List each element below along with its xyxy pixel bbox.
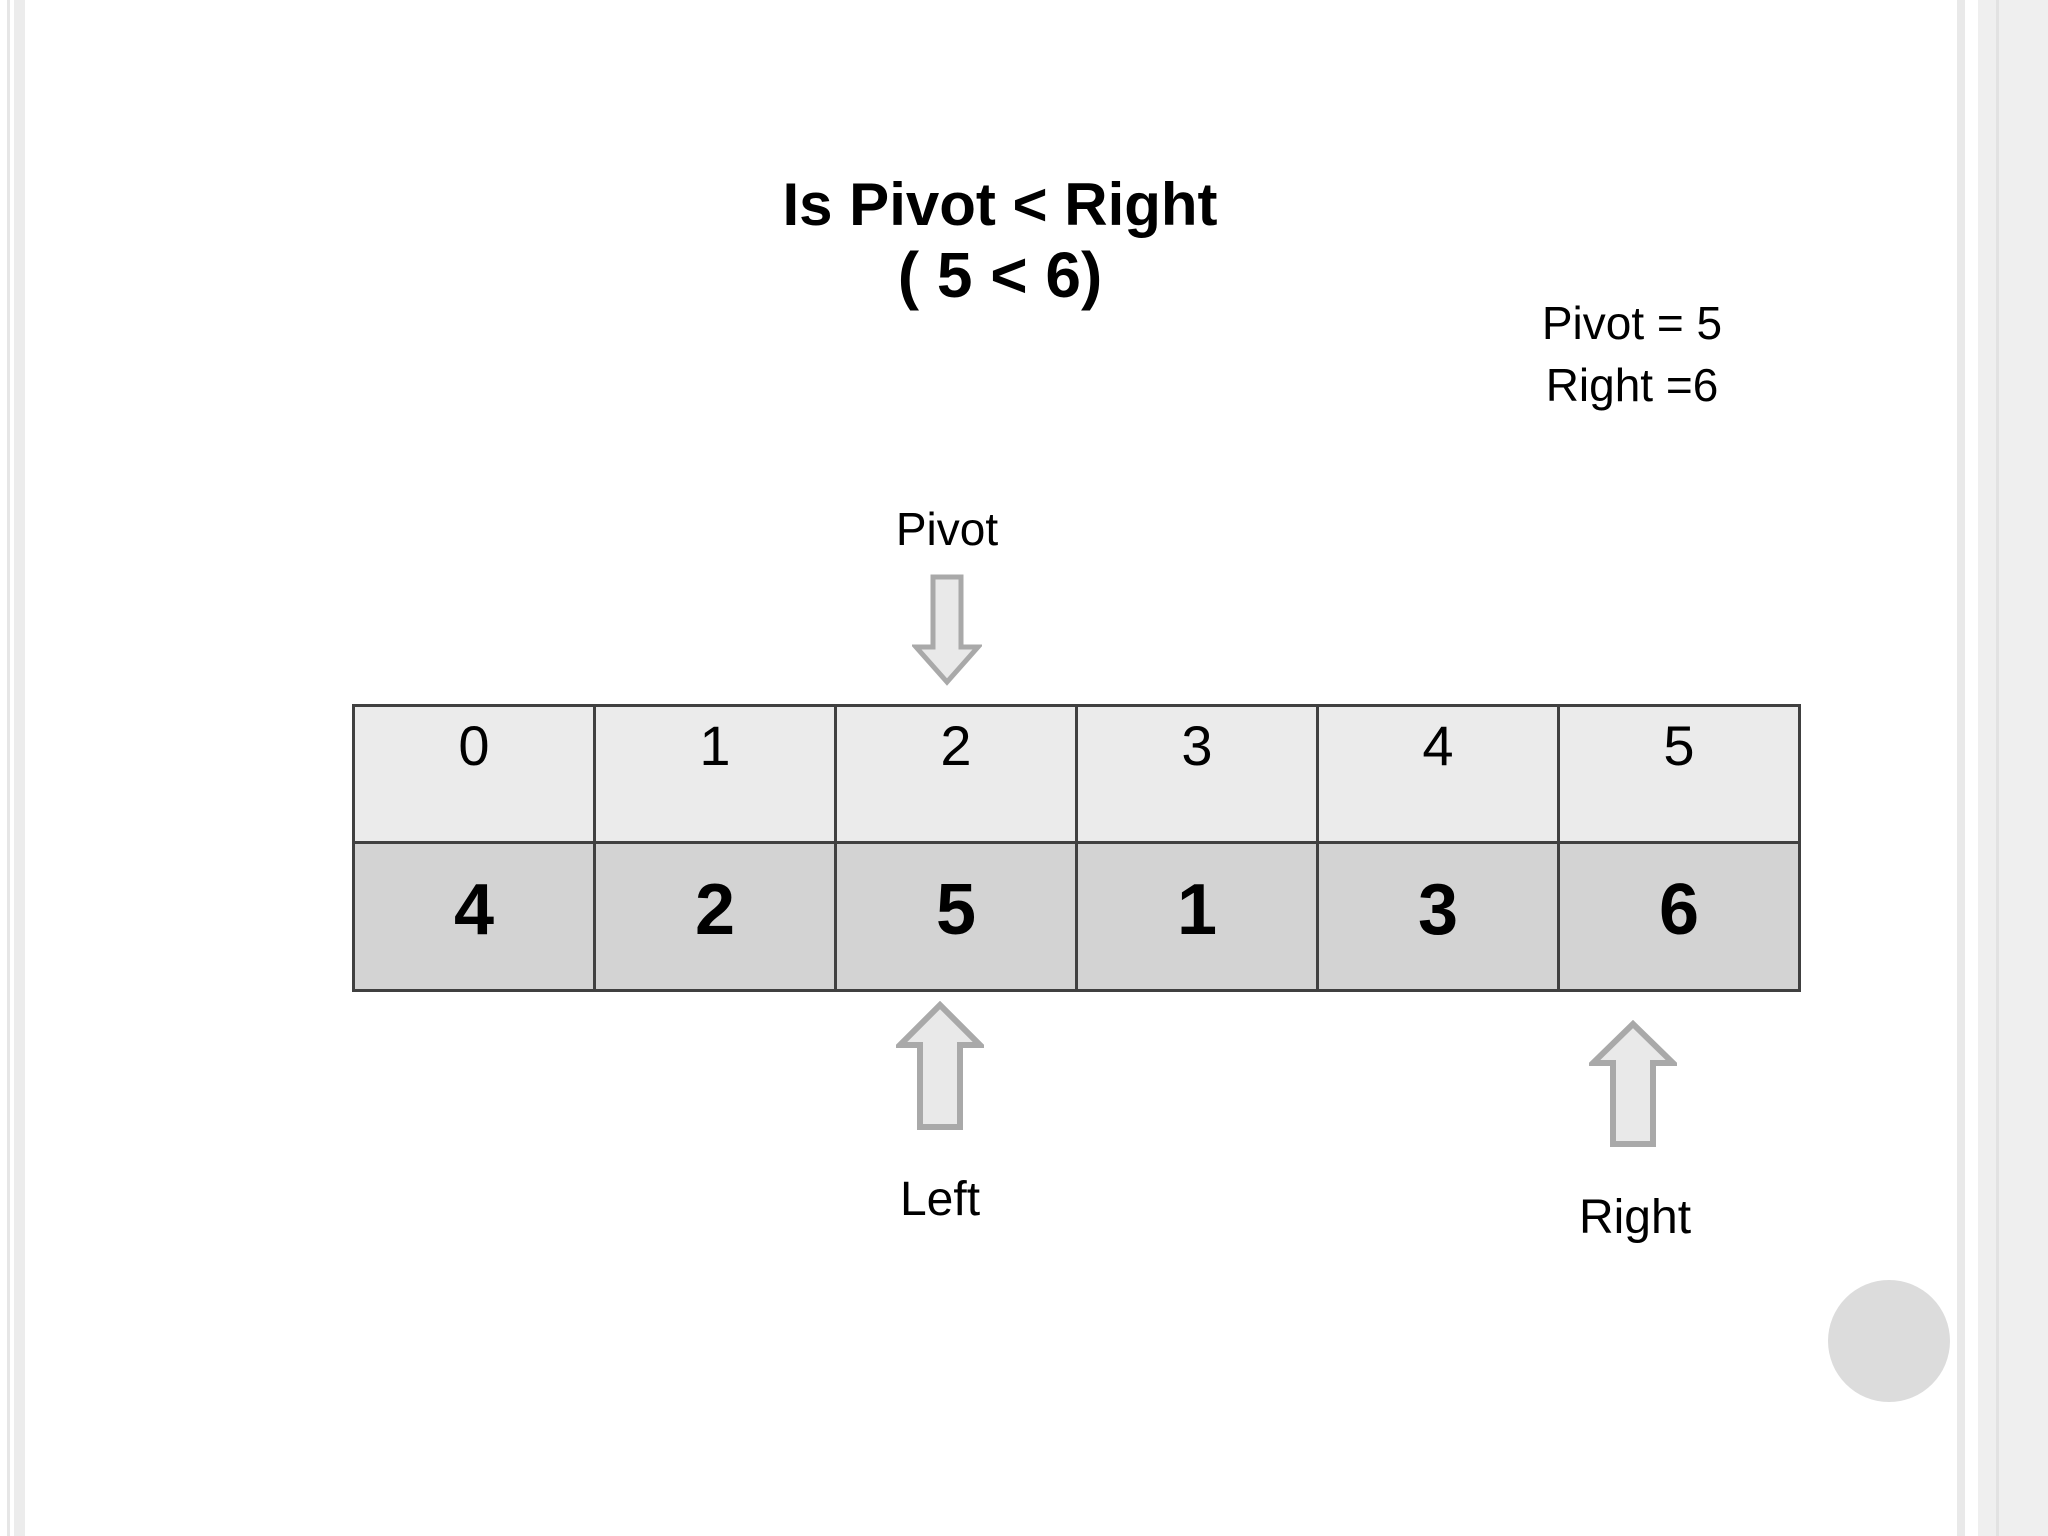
value-cell-5: 6 <box>1557 841 1801 992</box>
headline-comparison: ( 5 < 6) <box>897 239 1103 311</box>
left-pointer-label: Left <box>899 1173 981 1226</box>
pivot-pointer-label: Pivot <box>895 503 999 555</box>
index-cell-5: 5 <box>1557 704 1801 844</box>
index-row: 0 1 2 3 4 5 <box>352 704 1801 844</box>
left-edge-line <box>7 0 10 1536</box>
headline-question: Is Pivot < Right <box>782 171 1218 238</box>
left-edge-strip <box>14 0 25 1536</box>
value-cell-4: 3 <box>1316 841 1560 992</box>
value-cell-3: 1 <box>1075 841 1319 992</box>
left-up-arrow-icon <box>896 1001 984 1130</box>
corner-circle-decoration <box>1828 1280 1950 1402</box>
right-up-arrow-icon <box>1589 1020 1677 1147</box>
right-pointer-label: Right <box>1578 1191 1692 1244</box>
value-cell-0: 4 <box>352 841 596 992</box>
index-cell-1: 1 <box>593 704 837 844</box>
value-cell-2: 5 <box>834 841 1078 992</box>
index-cell-2: 2 <box>834 704 1078 844</box>
right-edge-inner-line <box>1996 0 1999 1536</box>
array-table: 0 1 2 3 4 5 4 2 5 1 3 6 <box>352 704 1801 992</box>
right-edge-panel <box>1978 0 2048 1536</box>
headline: Is Pivot < Right ( 5 < 6) <box>0 172 2000 312</box>
index-cell-4: 4 <box>1316 704 1560 844</box>
side-note-pivot-value: Pivot = 5 <box>1541 297 1723 349</box>
side-note-right-value: Right =6 <box>1545 359 1719 411</box>
right-edge-line <box>1957 0 1965 1536</box>
value-cell-1: 2 <box>593 841 837 992</box>
index-cell-3: 3 <box>1075 704 1319 844</box>
value-row: 4 2 5 1 3 6 <box>352 841 1801 992</box>
pivot-down-arrow-icon <box>912 574 982 686</box>
index-cell-0: 0 <box>352 704 596 844</box>
side-note: Pivot = 5 Right =6 <box>1432 292 1832 416</box>
